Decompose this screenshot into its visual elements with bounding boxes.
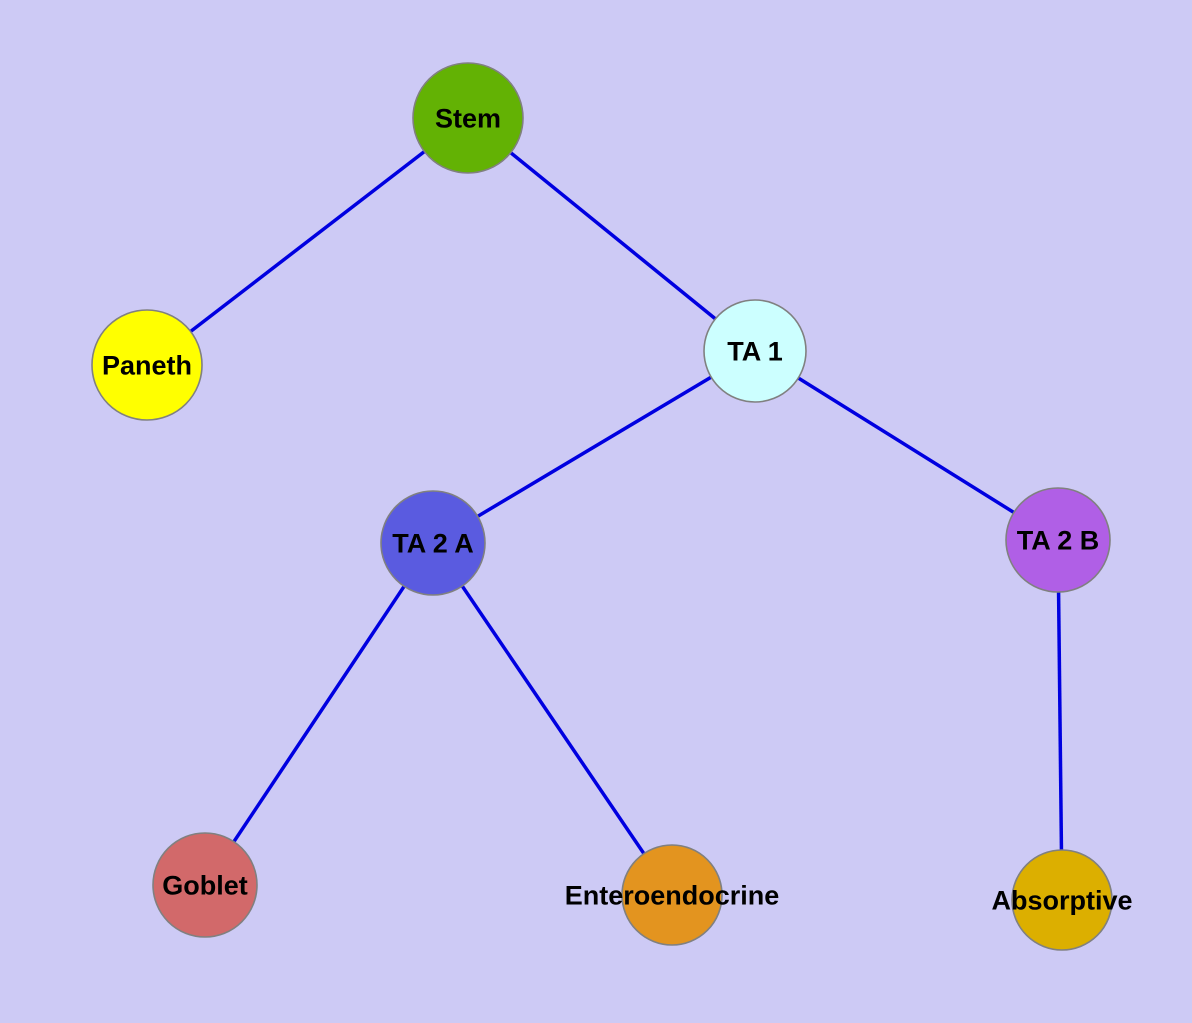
node-enteroendocrine[interactable] xyxy=(621,844,723,946)
node-label-ta2b: TA 2 B xyxy=(1017,525,1100,555)
edge-stem-paneth xyxy=(145,116,470,367)
edge-stem-ta1 xyxy=(466,116,757,353)
node-label-ta1: TA 1 xyxy=(727,336,783,366)
node-ta2b[interactable] xyxy=(1005,487,1111,593)
node-goblet[interactable] xyxy=(152,832,258,938)
edge-ta2a-goblet xyxy=(203,542,435,886)
node-ta2a[interactable] xyxy=(380,490,486,596)
node-paneth[interactable] xyxy=(91,309,203,421)
node-label-stem: Stem xyxy=(435,103,501,133)
edge-ta2a-enteroendocrine xyxy=(431,542,674,896)
node-ta1[interactable] xyxy=(703,299,807,403)
node-label-ta2a: TA 2 A xyxy=(392,528,474,558)
node-label-goblet: Goblet xyxy=(162,870,248,900)
edge-ta1-ta2a xyxy=(432,349,756,545)
node-label-paneth: Paneth xyxy=(102,350,192,380)
node-absorptive[interactable] xyxy=(1011,849,1113,951)
node-label-absorptive: Absorptive xyxy=(991,885,1132,915)
edge-ta1-ta2b xyxy=(754,349,1059,542)
node-label-enteroendocrine: Enteroendocrine xyxy=(565,880,780,910)
edge-ta2b-absorptive xyxy=(1056,539,1064,901)
node-stem[interactable] xyxy=(412,62,524,174)
